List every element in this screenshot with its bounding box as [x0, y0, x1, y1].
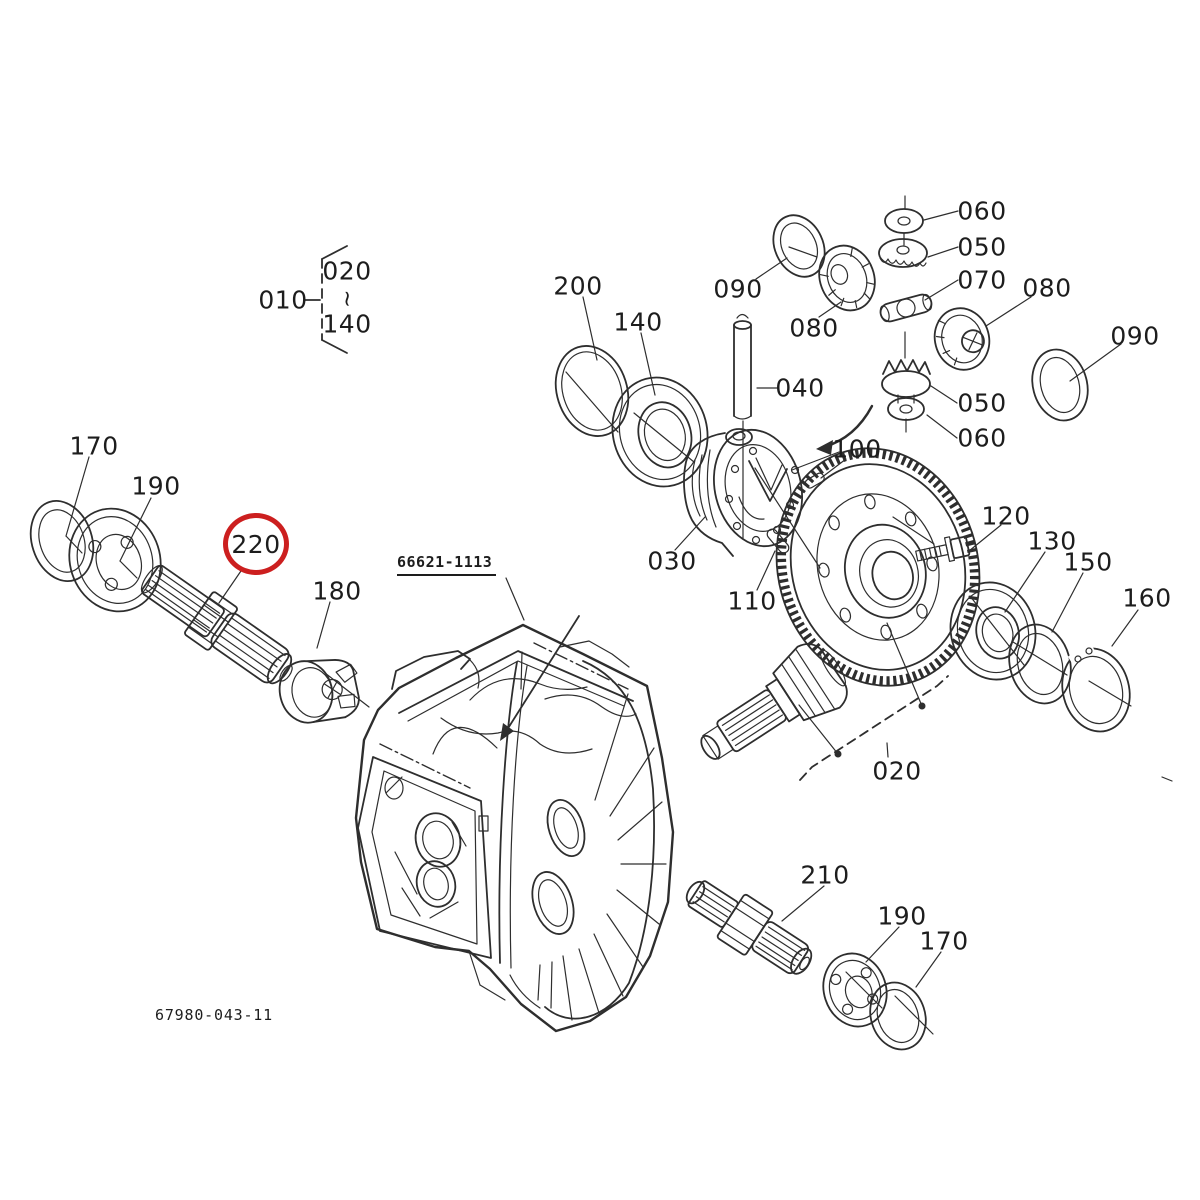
callout-220: 220	[231, 529, 281, 559]
side-gear-080-left	[818, 244, 876, 312]
bearing-190-lower	[822, 952, 888, 1028]
callout-110: 110	[727, 586, 777, 616]
callout-140-range-bottom: 140	[322, 309, 372, 339]
callout-010-bracket	[303, 245, 348, 354]
bolt-120	[915, 535, 971, 562]
snap-ring-170-upper	[29, 500, 95, 582]
callout-100: 100	[832, 434, 882, 464]
spider-gear-050-bottom	[881, 359, 931, 404]
callout-090-left: 090	[713, 274, 763, 304]
thrust-washer-060-bottom	[887, 397, 925, 421]
coupling-180	[278, 659, 360, 724]
spider-gear-stack	[772, 195, 1089, 433]
transmission-housing	[354, 623, 675, 1033]
thrust-washer-090-right	[1031, 348, 1089, 422]
callout-160: 160	[1122, 583, 1172, 613]
spur-shaft-210	[685, 880, 813, 975]
callout-050-bottom: 050	[957, 388, 1007, 418]
callout-200: 200	[553, 271, 603, 301]
callout-140: 140	[613, 307, 663, 337]
part-number-label: 66621-1113	[397, 553, 497, 576]
ring-gear	[775, 447, 981, 687]
bevel-pinion-shaft	[700, 643, 848, 760]
callout-020-lower: 020	[872, 756, 922, 786]
snap-ring-160	[1061, 642, 1131, 733]
callout-010: 010	[258, 285, 308, 315]
spider-gear-050-top	[878, 238, 928, 268]
callout-060-top: 060	[957, 196, 1007, 226]
callout-range-tilde: ~	[334, 289, 359, 309]
spider-cross-070	[879, 293, 933, 323]
seal-ring-170-lower	[869, 981, 927, 1051]
rotation-arrow	[816, 404, 874, 455]
callout-170-lower: 170	[919, 926, 969, 956]
highlight-circle-220: 220	[223, 513, 289, 575]
callout-090-right: 090	[1110, 321, 1160, 351]
lock-pin-110	[766, 528, 790, 554]
thrust-washer-060-top	[884, 208, 924, 234]
bearing-140	[611, 376, 709, 488]
drawing-number: 67980-043-11	[155, 1006, 273, 1024]
callout-190-lower: 190	[877, 901, 927, 931]
thrust-washer-090-left	[772, 214, 826, 278]
callout-130: 130	[1027, 526, 1077, 556]
callout-060-bottom: 060	[957, 423, 1007, 453]
differential-pin-040	[733, 313, 752, 539]
callout-040: 040	[775, 373, 825, 403]
differential-case-030	[683, 428, 803, 557]
callout-120: 120	[981, 501, 1031, 531]
pinion-shaft-220	[140, 564, 293, 685]
side-gear-080-right	[933, 307, 991, 371]
callout-020-bracket	[798, 622, 949, 781]
bearing-190-upper	[68, 507, 162, 613]
callout-020-range-top: 020	[322, 256, 372, 286]
bearing-130	[949, 581, 1037, 681]
callout-170-upper: 170	[69, 431, 119, 461]
callout-070: 070	[957, 265, 1007, 295]
callout-210: 210	[800, 860, 850, 890]
callout-080-right: 080	[1022, 273, 1072, 303]
callout-150: 150	[1063, 547, 1113, 577]
callout-190-upper: 190	[131, 471, 181, 501]
leader-lines	[65, 210, 1173, 1035]
callout-080-left: 080	[789, 313, 839, 343]
seal-ring-200	[554, 345, 630, 437]
callout-180: 180	[312, 576, 362, 606]
callout-050-top: 050	[957, 232, 1007, 262]
housing-pointer-arrow	[500, 615, 580, 741]
callout-030: 030	[647, 546, 697, 576]
